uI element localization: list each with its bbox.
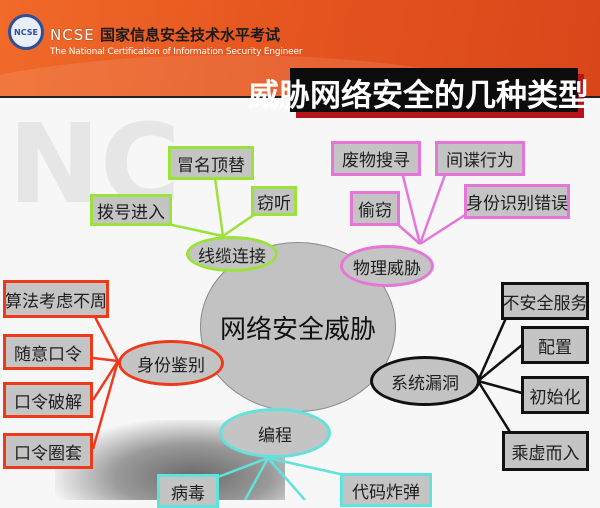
leaf-node-insecure-service: 不安全服务 (501, 282, 589, 320)
leaf-node-logic-bomb: 代码炸弹 (340, 473, 432, 507)
page-title: 威胁网络安全的几种类型 (248, 78, 589, 114)
leaf-node-initialization: 初始化 (521, 376, 589, 414)
org-name-en: The National Certification of Informatio… (50, 47, 303, 57)
leaf-node-exploit-opening: 乘虚而入 (502, 431, 589, 471)
org-name-cn-text: 国家信息安全技术水平考试 (99, 26, 280, 44)
leaf-node-algorithm-flaw: 算法考虑不周 (3, 280, 109, 318)
branch-node-authentication: 身份鉴别 (118, 340, 224, 386)
org-prefix: NCSE (50, 26, 95, 44)
leaf-node-virus: 病毒 (157, 474, 219, 508)
leaf-node-impersonation: 冒名顶替 (168, 146, 254, 180)
leaf-node-espionage: 间谍行为 (435, 141, 525, 176)
branch-node-cable-connection: 线缆连接 (186, 236, 278, 272)
branch-node-system-vulnerability: 系统漏洞 (370, 356, 480, 406)
leaf-node-password-trap: 口令圈套 (3, 433, 93, 469)
leaf-node-identity-error: 身份识别错误 (464, 184, 570, 219)
leaf-node-casual-password: 随意口令 (3, 334, 93, 370)
leaf-node-dial-in: 拨号进入 (90, 194, 172, 226)
branch-node-physical-threat: 物理威胁 (340, 245, 434, 287)
ncse-logo-icon: NCSE (8, 14, 44, 50)
leaf-node-eavesdrop: 窃听 (251, 186, 297, 216)
leaf-node-theft: 偷窃 (350, 191, 400, 226)
org-name-cn: NCSE 国家信息安全技术水平考试 (50, 24, 280, 45)
title-band (290, 68, 578, 112)
branch-node-programming: 编程 (219, 408, 331, 458)
leaf-node-dumpster-diving: 废物搜寻 (331, 141, 421, 176)
leaf-node-configuration: 配置 (521, 326, 589, 364)
leaf-node-password-cracking: 口令破解 (3, 382, 93, 418)
